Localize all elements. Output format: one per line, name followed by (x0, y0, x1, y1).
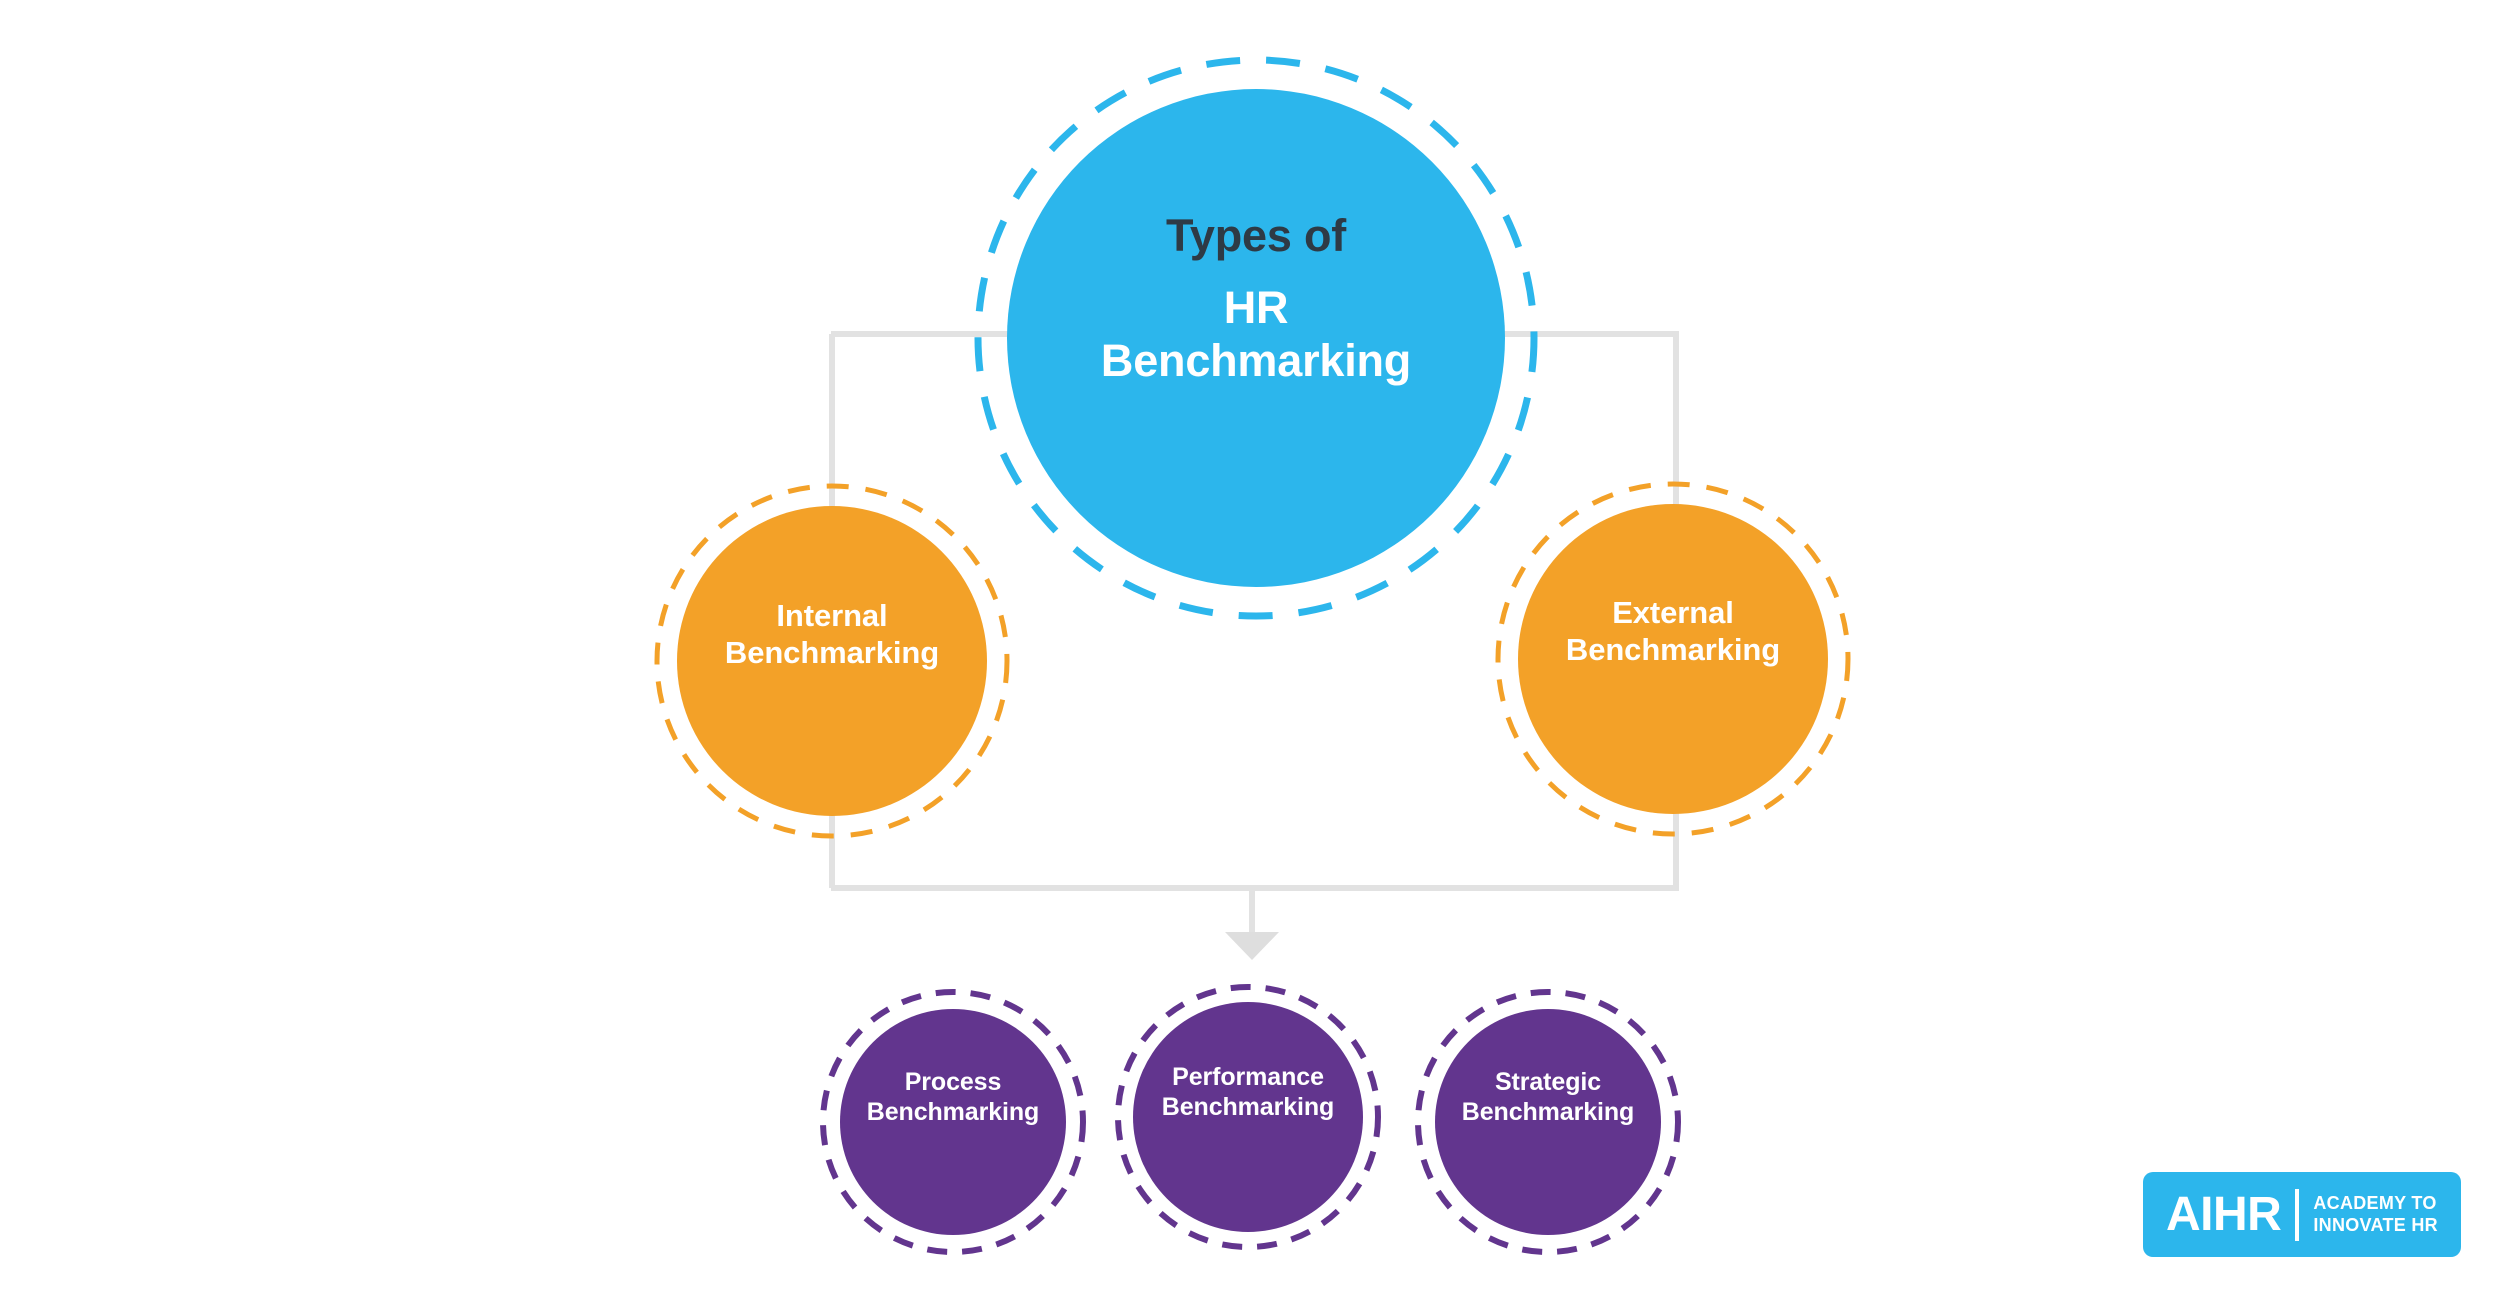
process-dashed-ring (820, 989, 1086, 1255)
strategic-circle (1435, 1009, 1661, 1235)
external-dashed-ring (1495, 481, 1851, 837)
aihr-tagline-line-1: ACADEMY TO (2313, 1192, 2437, 1213)
node-process-benchmarking[interactable] (820, 989, 1086, 1255)
aihr-logo-divider (2295, 1188, 2300, 1241)
strategic-dashed-ring (1415, 989, 1681, 1255)
aihr-wordmark: AIHR (2166, 1187, 2282, 1241)
node-central-hr-benchmarking[interactable] (974, 56, 1538, 620)
node-strategic-benchmarking[interactable] (1415, 989, 1681, 1255)
process-circle (840, 1009, 1066, 1235)
performance-dashed-ring (1115, 984, 1381, 1250)
aihr-logo[interactable]: AIHR ACADEMY TO INNOVATE HR (2143, 1172, 2461, 1257)
internal-dashed-ring (654, 483, 1010, 839)
external-circle (1518, 504, 1828, 814)
internal-circle (677, 506, 987, 816)
aihr-tagline-line-2: INNOVATE HR (2313, 1214, 2438, 1235)
node-internal-benchmarking[interactable] (654, 483, 1010, 839)
central-circle (1007, 89, 1505, 587)
aihr-tagline: ACADEMY TO INNOVATE HR (2299, 1193, 2438, 1236)
performance-circle (1133, 1002, 1363, 1232)
connector-arrow-head (1225, 932, 1279, 960)
node-external-benchmarking[interactable] (1495, 481, 1851, 837)
node-performance-benchmarking[interactable] (1115, 984, 1381, 1250)
central-dashed-ring (974, 56, 1538, 620)
